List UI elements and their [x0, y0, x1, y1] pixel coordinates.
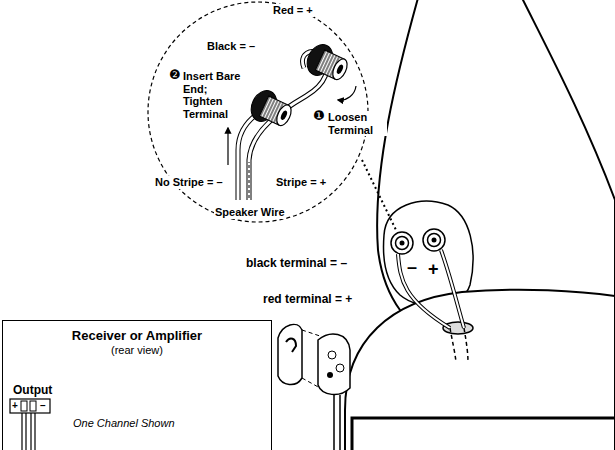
- speaker-wire: [398, 250, 468, 362]
- speaker-body: [377, 0, 615, 340]
- binding-post: [246, 86, 296, 132]
- wire-key: No Stripe = –: [154, 176, 224, 189]
- callout-number: ❶: [312, 109, 326, 124]
- wire-key: Stripe = +: [275, 176, 327, 189]
- leader-line: [362, 160, 396, 230]
- part-name: Speaker Wire: [214, 206, 286, 219]
- color-key: Black = –: [206, 40, 256, 53]
- terminal-plate: [318, 334, 350, 394]
- step-text: Loosen Terminal: [327, 111, 387, 136]
- polarity-mark: –: [406, 258, 418, 276]
- terminal-key: black terminal = –: [245, 257, 348, 271]
- terminal-key: red terminal = +: [262, 293, 353, 307]
- output-label: Output: [12, 384, 53, 398]
- note: One Channel Shown: [72, 417, 176, 430]
- box-subtitle: (rear view): [3, 344, 271, 357]
- speaker-terminal: [391, 229, 445, 254]
- terminal-recess: [384, 201, 474, 306]
- color-key: Red = +: [272, 4, 314, 17]
- cover-plate: [278, 324, 302, 384]
- polarity-mark: +: [427, 260, 440, 278]
- box-title: Receiver or Amplifier: [3, 329, 271, 344]
- rotation-arrow: [338, 86, 356, 100]
- polarity-mark: –: [39, 400, 47, 412]
- speaker-stand: [345, 290, 615, 450]
- polarity-mark: +: [11, 400, 19, 412]
- leader-line: [302, 330, 320, 388]
- binding-post: [302, 40, 352, 86]
- callout-number: ❷: [168, 68, 182, 83]
- step-text: Insert Bare End; Tighten Terminal: [182, 70, 246, 121]
